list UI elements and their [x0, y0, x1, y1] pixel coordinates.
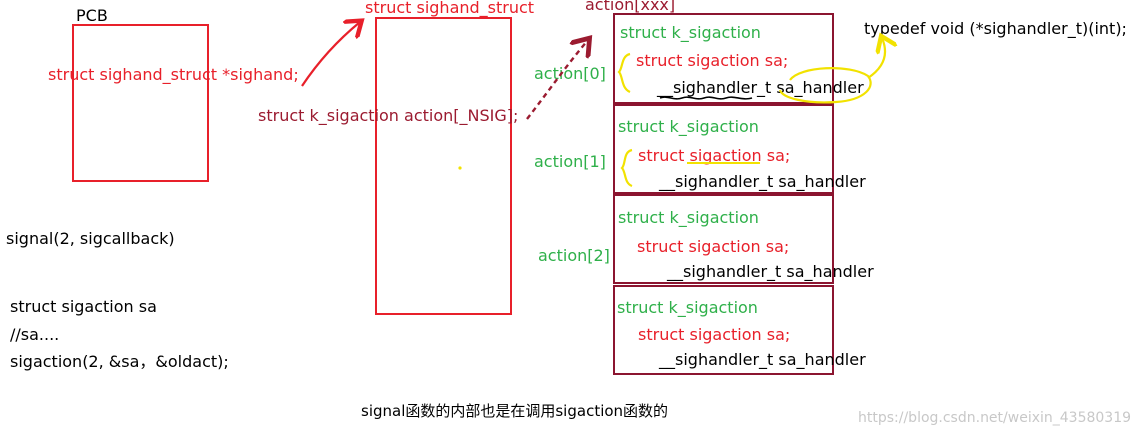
diagram-caption: signal函数的内部也是在调用sigaction函数的 — [361, 402, 669, 420]
action-2-member-sa: struct sigaction sa; — [637, 237, 790, 256]
action-box-1 — [613, 104, 834, 194]
action-box-3 — [613, 285, 834, 375]
scribble-underline-handler-type — [659, 96, 753, 100]
pcb-title: PCB — [76, 6, 108, 25]
pcb-box — [72, 24, 209, 182]
watermark-text: https://blog.csdn.net/weixin_43580319 — [858, 410, 1132, 426]
action-3-member-sa: struct sigaction sa; — [638, 325, 791, 344]
action-2-index-label: action[2] — [538, 246, 610, 265]
code-line-1: struct sigaction sa — [10, 297, 157, 316]
action-array-title: action[xxx] — [585, 0, 676, 14]
action-3-struct-name: struct k_sigaction — [617, 298, 758, 317]
arrow-sighand-to-actions — [526, 40, 588, 120]
sighand-struct-title: struct sighand_struct — [365, 0, 535, 17]
sighand-struct-box — [375, 17, 512, 315]
yellow-brace-action-0 — [617, 52, 631, 94]
arrow-pcb-to-sighand — [301, 22, 360, 87]
action-1-struct-name: struct k_sigaction — [618, 117, 759, 136]
code-line-2: //sa.... — [10, 325, 60, 344]
yellow-circle-sa-handler — [778, 67, 872, 104]
action-1-index-label: action[1] — [534, 152, 606, 171]
action-0-index-label: action[0] — [534, 64, 606, 83]
action-0-member-handler: __sighandler_t sa_handler — [657, 78, 864, 97]
action-2-struct-name: struct k_sigaction — [618, 208, 759, 227]
action-0-member-sa: struct sigaction sa; — [636, 51, 789, 70]
signal-call-code: signal(2, sigcallback) — [6, 229, 175, 248]
action-box-0 — [613, 13, 834, 104]
code-line-3: sigaction(2, &sa，&oldact); — [10, 352, 229, 371]
action-box-2 — [613, 194, 834, 284]
pcb-sighand-field: struct sighand_struct *sighand; — [48, 65, 299, 84]
sighandler-typedef: typedef void (*sighandler_t)(int); — [864, 19, 1127, 38]
action-3-member-handler: __sighandler_t sa_handler — [659, 350, 866, 369]
action-0-struct-name: struct k_sigaction — [620, 23, 761, 42]
yellow-brace-action-1 — [620, 148, 633, 188]
yellow-dot-mark — [458, 166, 462, 170]
action-1-member-sa: struct sigaction sa; — [638, 146, 791, 165]
action-2-member-handler: __sighandler_t sa_handler — [667, 262, 874, 281]
action-1-member-handler: __sighandler_t sa_handler — [659, 172, 866, 191]
arrow-sa-handler-to-typedef — [867, 38, 885, 79]
sighand-action-array-field: struct k_sigaction action[_NSIG]; — [258, 106, 519, 125]
